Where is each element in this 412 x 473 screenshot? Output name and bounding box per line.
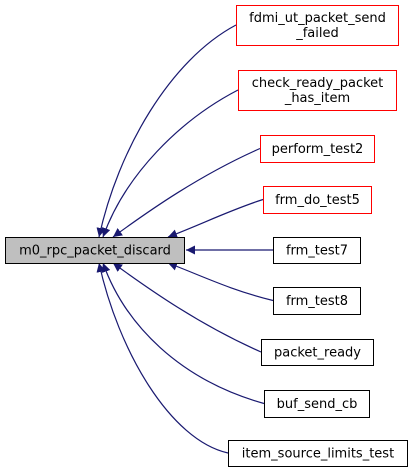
node-root-box <box>5 237 185 264</box>
node-frm-test8-box <box>273 287 361 315</box>
node-packet-ready-label: packet_ready <box>274 346 361 361</box>
edge-buf-send-cb <box>101 262 265 405</box>
node-fdmi-ut-packet-send-failed-box <box>236 5 399 46</box>
edges <box>96 24 274 454</box>
node-check-ready-packet-has-item[interactable]: check_ready_packet_has_item <box>238 70 397 111</box>
node-root-label: m0_rpc_packet_discard <box>19 244 171 259</box>
node-frm-do-test5-label: frm_do_test5 <box>275 193 360 208</box>
node-packet-ready-box <box>261 339 374 366</box>
node-frm-do-test5-box <box>263 186 372 214</box>
node-item-source-limits-test-label: item_source_limits_test <box>242 447 394 462</box>
node-perform-test2[interactable]: perform_test2 <box>260 135 375 163</box>
nodes: m0_rpc_packet_discard fdmi_ut_packet_send… <box>5 5 408 467</box>
edge-fdmi-ut-packet-send-failed <box>96 24 237 238</box>
edge-frm-do-test5 <box>167 198 264 239</box>
node-check-ready-packet-has-item-box <box>238 70 397 111</box>
edge-perform-test2 <box>112 147 261 238</box>
node-check-ready-packet-has-item-label: check_ready_packet <box>252 76 384 91</box>
edge-packet-ready <box>112 262 262 353</box>
node-frm-test8[interactable]: frm_test8 <box>273 287 361 315</box>
node-buf-send-cb-box <box>264 390 370 418</box>
node-perform-test2-box <box>260 135 375 163</box>
node-frm-test7-label: frm_test7 <box>286 244 348 259</box>
edge-check-ready-packet-has-item <box>101 89 239 238</box>
node-frm-test7-box <box>273 237 361 264</box>
node-frm-test7[interactable]: frm_test7 <box>273 237 361 264</box>
edge-item-source-limits-test <box>96 262 229 454</box>
edge-frm-test8 <box>167 261 274 302</box>
node-fdmi-ut-packet-send-failed-label: fdmi_ut_packet_send <box>249 11 386 26</box>
node-root[interactable]: m0_rpc_packet_discard <box>5 237 185 264</box>
node-buf-send-cb[interactable]: buf_send_cb <box>264 390 370 418</box>
node-frm-test8-label: frm_test8 <box>286 294 348 309</box>
node-check-ready-packet-has-item-label: _has_item <box>284 91 350 106</box>
node-buf-send-cb-label: buf_send_cb <box>277 397 358 412</box>
node-frm-do-test5[interactable]: frm_do_test5 <box>263 186 372 214</box>
node-item-source-limits-test-box <box>228 440 408 467</box>
node-item-source-limits-test[interactable]: item_source_limits_test <box>228 440 408 467</box>
node-fdmi-ut-packet-send-failed-label: _failed <box>295 26 339 41</box>
node-packet-ready[interactable]: packet_ready <box>261 339 374 366</box>
node-perform-test2-label: perform_test2 <box>272 142 364 157</box>
node-fdmi-ut-packet-send-failed[interactable]: fdmi_ut_packet_send_failed <box>236 5 399 46</box>
